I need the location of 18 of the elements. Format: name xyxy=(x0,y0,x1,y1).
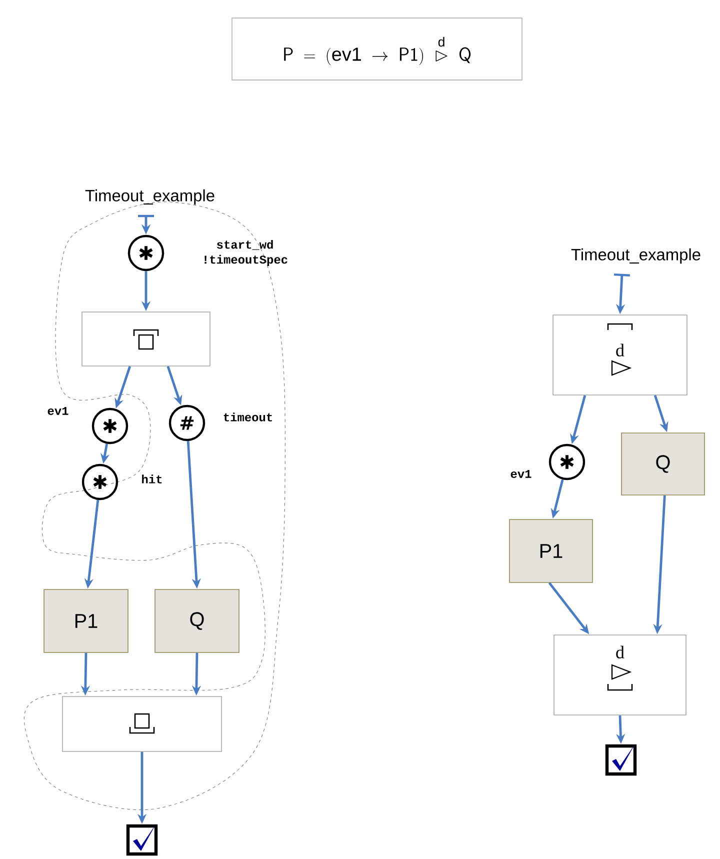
process-box: P1 xyxy=(44,589,128,653)
split-box xyxy=(62,696,222,752)
formula-box: $\mathsf{P} \;=\; (\mathrm{ev1} \;\rightarrow\; \mathsf{P1})\; \overset{\mathrm{d}}{\vartriangleright}\; \mathsf{Q}$ xyxy=(232,18,522,80)
event-label: start_wd !timeoutSpec xyxy=(204,240,288,266)
checkbox xyxy=(605,744,637,776)
split-box xyxy=(82,312,210,366)
operator-box: d xyxy=(554,634,686,716)
event-label: hit xyxy=(142,474,162,484)
event-label: ev1 xyxy=(48,407,68,415)
diagram-name: Timeout_example xyxy=(571,248,700,264)
process-box: P1 xyxy=(509,519,593,583)
event-label: timeout xyxy=(224,412,272,422)
operator-box: d xyxy=(552,314,688,396)
event-label: ev1 xyxy=(510,470,532,478)
process-box: Q xyxy=(154,589,240,653)
process-box: Q xyxy=(621,432,705,496)
diagram-name: Timeout_example xyxy=(85,189,214,205)
checkbox xyxy=(126,824,158,856)
